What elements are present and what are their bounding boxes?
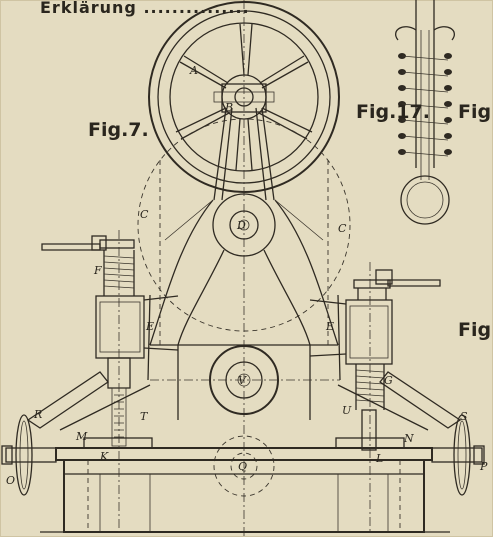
letter-l: L bbox=[375, 452, 383, 465]
lever-n bbox=[337, 371, 462, 431]
letter-c-left: C bbox=[140, 208, 149, 221]
main-shaft-v bbox=[150, 345, 340, 415]
letter-o: O bbox=[6, 474, 15, 487]
letter-s: S bbox=[460, 410, 468, 423]
letter-q: Q bbox=[238, 460, 247, 473]
letter-f: F bbox=[93, 264, 102, 277]
letter-n: N bbox=[403, 432, 414, 445]
fig7-label: Fig.7. bbox=[88, 119, 149, 141]
letter-b: B bbox=[224, 101, 233, 114]
letter-m: M bbox=[75, 430, 88, 443]
letter-e-right: E bbox=[325, 320, 334, 333]
crosshead-d bbox=[212, 193, 276, 257]
letter-g: G bbox=[384, 374, 393, 387]
letter-k: K bbox=[99, 450, 109, 463]
fig17-thermometer bbox=[395, 0, 455, 225]
letter-e-left: E bbox=[145, 320, 154, 333]
letter-v: V bbox=[238, 374, 247, 387]
press-unit-left bbox=[41, 235, 179, 447]
letter-t: T bbox=[140, 410, 149, 423]
letter-p: P bbox=[479, 460, 488, 473]
connecting-rod bbox=[213, 107, 275, 201]
header-caption: Erklärung ............... bbox=[40, 0, 250, 17]
gear-circle-c bbox=[137, 118, 351, 332]
fig-right-mid-label: Fig.1 bbox=[458, 319, 493, 341]
lever-m bbox=[26, 371, 151, 431]
letter-u: U bbox=[342, 404, 352, 417]
letter-r: R bbox=[33, 408, 42, 421]
letter-d: D bbox=[236, 219, 246, 232]
gear-circle-q bbox=[213, 435, 275, 497]
handwheel-s bbox=[431, 414, 485, 496]
fig-right-top-label: Fig.1 bbox=[458, 101, 493, 123]
machine-bed bbox=[40, 437, 450, 533]
letter-a: A bbox=[189, 64, 198, 77]
press-unit-right bbox=[309, 269, 441, 451]
fig17-label: Fig.17. bbox=[356, 101, 430, 123]
letter-c-right: C bbox=[338, 222, 347, 235]
